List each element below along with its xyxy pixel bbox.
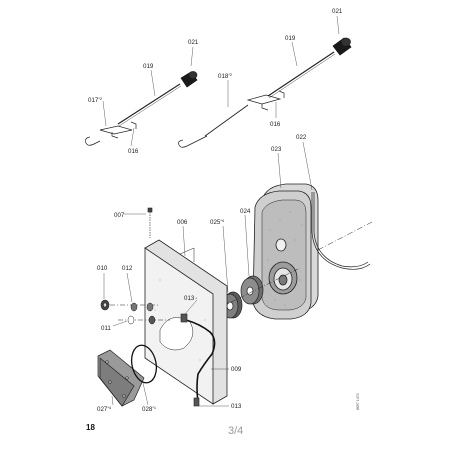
callout-021-left: 021 — [188, 39, 199, 46]
page-indicator: 3/4 — [228, 425, 244, 437]
callout-016-left: 016 — [128, 148, 139, 155]
fitting-013-top — [180, 313, 188, 323]
tube-022 — [311, 192, 371, 270]
callout-018: 018*2 — [218, 72, 233, 80]
callout-011: 011 — [101, 325, 111, 332]
knob-021-left — [180, 71, 198, 88]
knob-021-right — [332, 37, 352, 56]
callout-007: 007 — [114, 212, 125, 219]
bracket-016-right — [246, 94, 282, 105]
callout-012: 012 — [122, 265, 133, 272]
callout-027: 027*4 — [97, 405, 112, 413]
callout-025: 025*4 — [210, 218, 225, 226]
cable-019-right — [267, 51, 335, 97]
callout-010: 010 — [97, 265, 108, 272]
rod-018 — [204, 104, 249, 137]
callout-028: 028*1 — [142, 405, 157, 413]
gasket-027 — [97, 349, 145, 407]
nut-010 — [100, 299, 110, 311]
callout-009: 009 — [231, 366, 242, 373]
cable-assembly-left — [85, 71, 198, 146]
callout-006: 006 — [177, 219, 188, 226]
callout-013-bottom: 013 — [231, 403, 242, 410]
document-code: 8697 1470 — [356, 393, 360, 410]
callout-023: 023 — [271, 146, 282, 153]
cable-019-left — [117, 83, 181, 125]
cover-023 — [252, 183, 319, 320]
cable-assembly-right — [178, 37, 352, 148]
pull-handle-017 — [85, 136, 101, 146]
callout-024: 024 — [240, 208, 251, 215]
callout-016-right: 016 — [270, 121, 281, 128]
callout-019-left: 019 — [143, 63, 154, 70]
screw-007 — [147, 207, 153, 238]
washer-011 — [127, 315, 156, 325]
callout-021-right: 021 — [332, 8, 343, 15]
callout-022: 022 — [296, 134, 307, 141]
page-number: 18 — [86, 423, 95, 432]
callout-013-top: 013* — [184, 295, 197, 302]
ring-028 — [130, 344, 158, 384]
pull-handle-018 — [178, 135, 208, 148]
callout-labels: 021 021 019 019 017*2 018*2 016 016 022 … — [88, 8, 343, 413]
wheel-024 — [240, 275, 264, 305]
callout-017: 017*2 — [88, 96, 103, 104]
callout-019-right: 019 — [285, 35, 296, 42]
washer-012 — [130, 302, 154, 312]
fitting-013-bottom — [193, 397, 200, 407]
bracket-016-left — [99, 125, 133, 135]
cable-009 — [185, 319, 216, 403]
